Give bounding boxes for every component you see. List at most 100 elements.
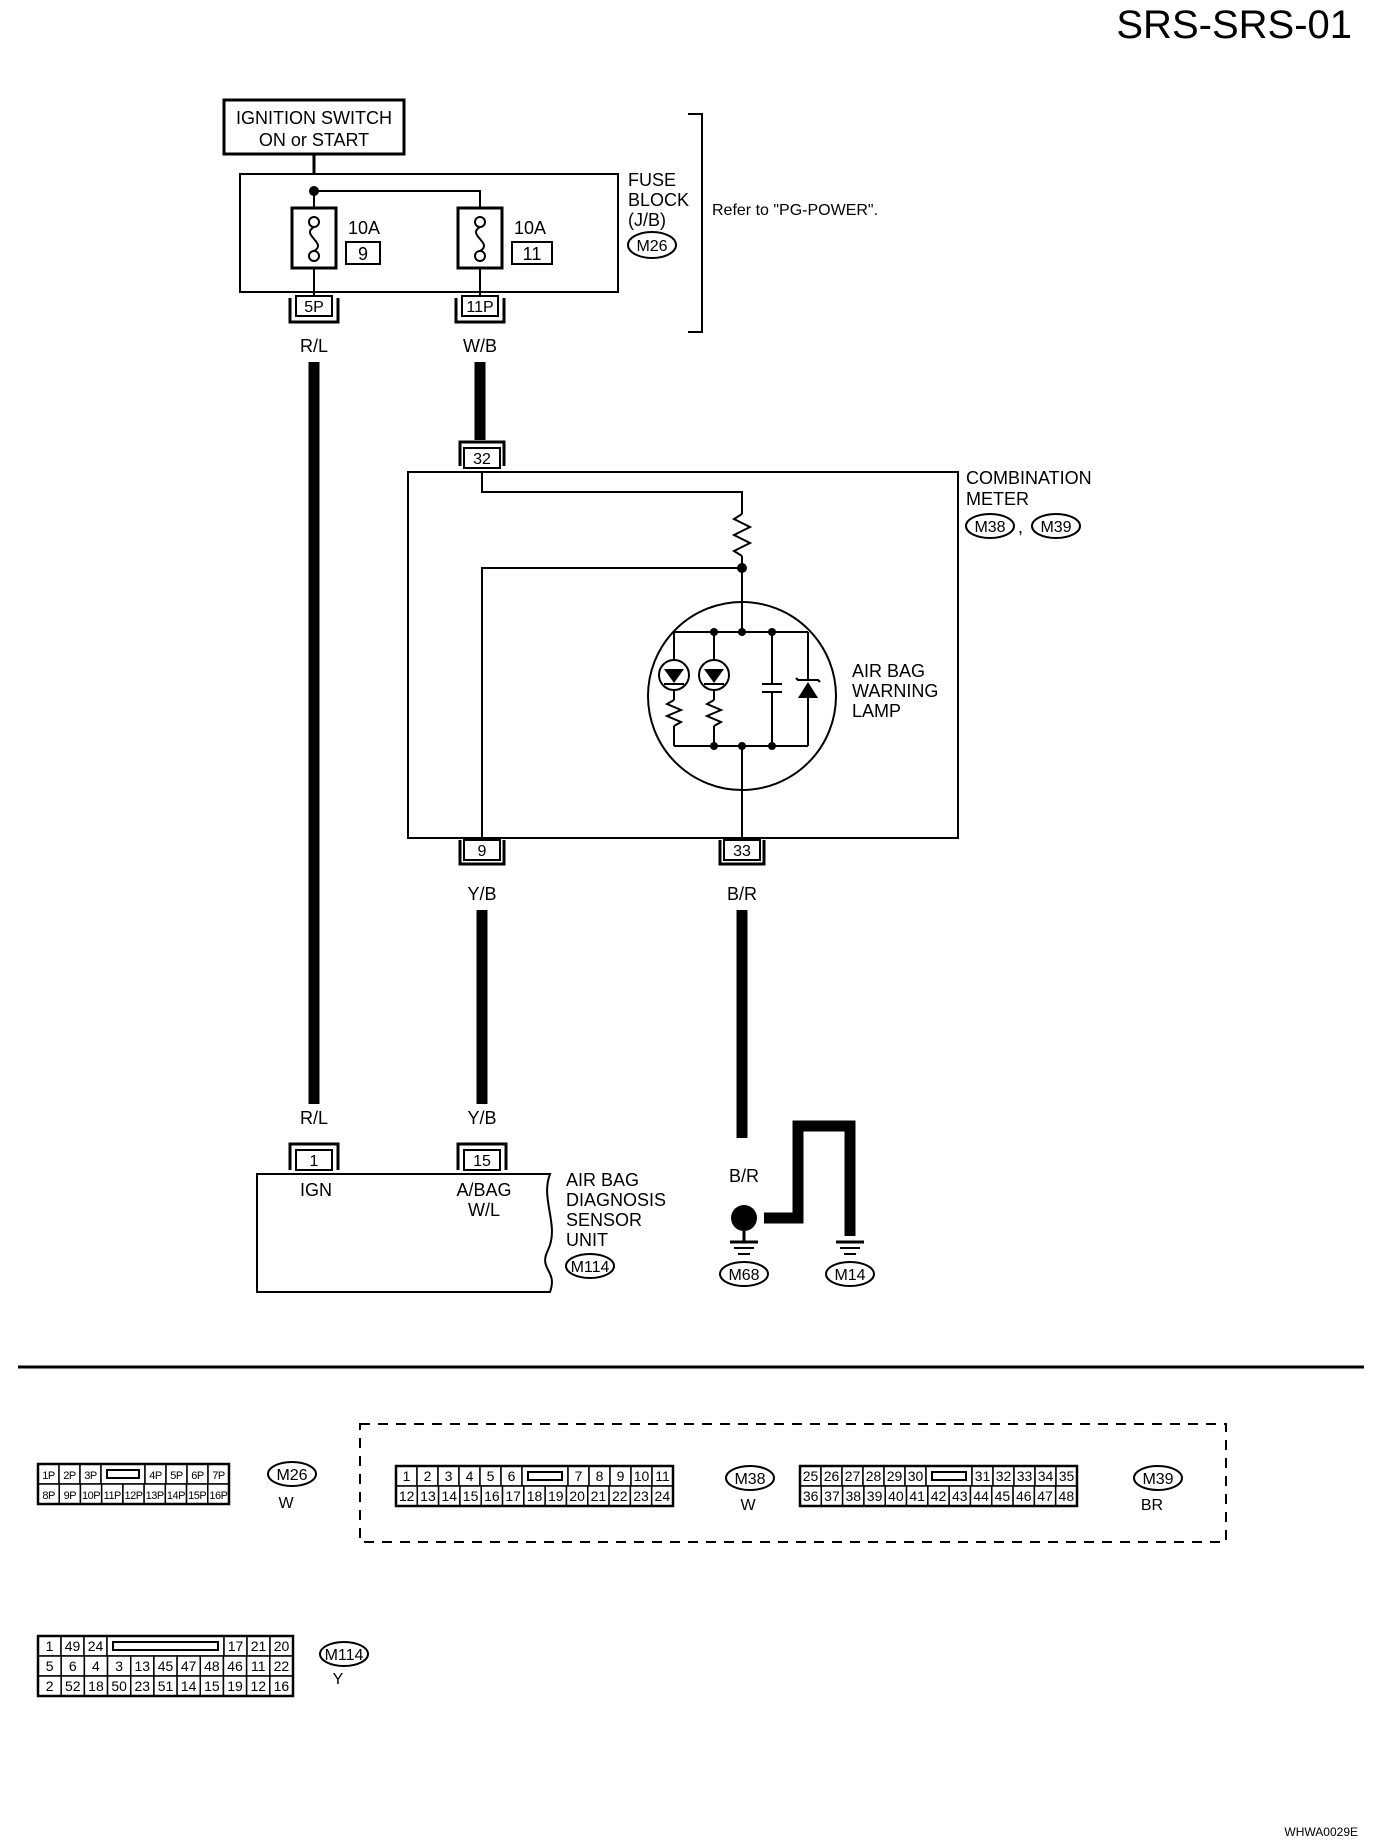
m38-pin: 23: [633, 1488, 649, 1504]
m39-pin: 33: [1017, 1468, 1033, 1484]
air-bag-diagnosis-sensor-unit: 1 15 IGN A/BAG W/L AIR BAG DIAGNOSIS SEN…: [256, 1142, 666, 1293]
m38-pin: 21: [591, 1488, 607, 1504]
m114-pin: 12: [250, 1678, 266, 1694]
m38-pin: 9: [617, 1468, 625, 1484]
m39-pin: 32: [996, 1468, 1012, 1484]
meter-connectors-group: [359, 1423, 1227, 1543]
fuse-block-line2: BLOCK: [628, 190, 689, 210]
m38-pin: 4: [466, 1468, 474, 1484]
m114-pin: 1: [46, 1638, 54, 1654]
sensor-unit-line4: UNIT: [566, 1230, 608, 1250]
m38-pin: 12: [399, 1488, 415, 1504]
m38-color: W: [740, 1497, 756, 1514]
m26-color: W: [278, 1495, 294, 1512]
fuse-block-connector: M26: [636, 238, 667, 255]
m39-id: M39: [1142, 1471, 1173, 1488]
m26-pin: 2P: [63, 1470, 76, 1482]
m38-pin: 24: [655, 1488, 671, 1504]
m38-pin: 14: [441, 1488, 457, 1504]
sensor-unit-connector: M114: [571, 1259, 610, 1276]
m114-pin: 19: [227, 1678, 243, 1694]
wire-label-r-l-bottom: R/L: [300, 1108, 328, 1128]
terminal-5p: 5P: [288, 295, 340, 324]
m114-pin: 16: [274, 1678, 290, 1694]
terminal-11p: 11P: [454, 295, 506, 324]
terminal-32: 32: [473, 451, 491, 468]
ground-m68: M68: [728, 1267, 759, 1284]
m39-pin: 44: [973, 1488, 989, 1504]
m39-pin: 48: [1059, 1488, 1075, 1504]
fuse-block: 10A 9 10A 11 FUSE BLOCK (J/B) M26: [239, 170, 689, 296]
wire-label-b-r-top: B/R: [727, 884, 757, 904]
sensor-terminal-15: 15: [473, 1153, 491, 1170]
combination-meter-line1: COMBINATION: [966, 468, 1092, 488]
m114-pin: 45: [158, 1658, 174, 1674]
refer-note: Refer to "PG-POWER".: [712, 202, 878, 219]
sensor-terminal-15-label1: A/BAG: [456, 1180, 511, 1200]
terminal-33-label: 33: [733, 843, 751, 860]
combination-meter-separator: ,: [1018, 517, 1023, 537]
m26-pin: 6P: [191, 1470, 204, 1482]
m39-pin: 30: [908, 1468, 924, 1484]
m26-pin: 1P: [42, 1470, 55, 1482]
m114-pin: 49: [65, 1638, 81, 1654]
combination-meter-connector-m39: M39: [1040, 519, 1071, 536]
m114-color: Y: [333, 1671, 344, 1688]
m26-pin: 14P: [167, 1490, 185, 1502]
lamp-label-line2: WARNING: [852, 681, 938, 701]
m39-pin: 46: [1016, 1488, 1032, 1504]
m38-pin: 18: [527, 1488, 543, 1504]
m114-pin: 14: [181, 1678, 197, 1694]
wire-label-w-b: W/B: [463, 336, 497, 356]
terminal-33: 33: [718, 839, 766, 866]
m114-pin: 4: [92, 1658, 100, 1674]
m39-pin: 37: [824, 1488, 840, 1504]
m39-pin: 31: [975, 1468, 991, 1484]
m114-pin: 5: [46, 1658, 54, 1674]
m39-pin: 45: [995, 1488, 1011, 1504]
footer-code: WHWA0029E: [1284, 1825, 1358, 1839]
ignition-switch-line1: IGNITION SWITCH: [236, 108, 392, 128]
m39-pin: 34: [1038, 1468, 1054, 1484]
m38-pin: 15: [463, 1488, 479, 1504]
wire-label-y-b-top: Y/B: [467, 884, 496, 904]
fuse-11-number: 11: [523, 244, 542, 264]
sensor-unit-line1: AIR BAG: [566, 1170, 639, 1190]
sensor-terminal-1-label: IGN: [300, 1180, 332, 1200]
m114-pin: 48: [204, 1658, 220, 1674]
terminal-9: 9: [458, 839, 506, 866]
m38-outline: [394, 1464, 675, 1508]
ignition-switch-line2: ON or START: [259, 130, 369, 150]
ground-m14: M14: [834, 1267, 865, 1284]
lamp-label-line3: LAMP: [852, 701, 901, 721]
wire-label-r-l-top: R/L: [300, 336, 328, 356]
m114-pin: 13: [135, 1658, 151, 1674]
ignition-switch: IGNITION SWITCH ON or START: [222, 98, 406, 156]
m38-pin: 7: [575, 1468, 583, 1484]
m39-pin: 47: [1037, 1488, 1053, 1504]
terminal-9-label: 9: [478, 843, 487, 860]
m26-pin: 8P: [42, 1490, 55, 1502]
combination-meter-line2: METER: [966, 489, 1029, 509]
m38-id: M38: [734, 1471, 765, 1488]
sensor-unit-line3: SENSOR: [566, 1210, 642, 1230]
sensor-terminal-1: 1: [310, 1153, 319, 1170]
m39-pin: 41: [909, 1488, 925, 1504]
m39-pin: 27: [845, 1468, 861, 1484]
m26-key: [106, 1469, 140, 1479]
fuse-block-line3: (J/B): [628, 210, 666, 230]
m38-pin: 2: [424, 1468, 432, 1484]
wire-label-y-b-bottom: Y/B: [467, 1108, 496, 1128]
m26-pin: 16P: [209, 1490, 227, 1502]
wire-label-b-r-ground: B/R: [729, 1166, 759, 1186]
m114-id: M114: [325, 1647, 364, 1664]
m26-id: M26: [276, 1467, 307, 1484]
m114-pin: 24: [88, 1638, 104, 1654]
m39-pin: 38: [845, 1488, 861, 1504]
m38-pin: 16: [484, 1488, 500, 1504]
m38-pin: 1: [403, 1468, 411, 1484]
m114-pin: 20: [274, 1638, 290, 1654]
m114-pin: 6: [69, 1658, 77, 1674]
